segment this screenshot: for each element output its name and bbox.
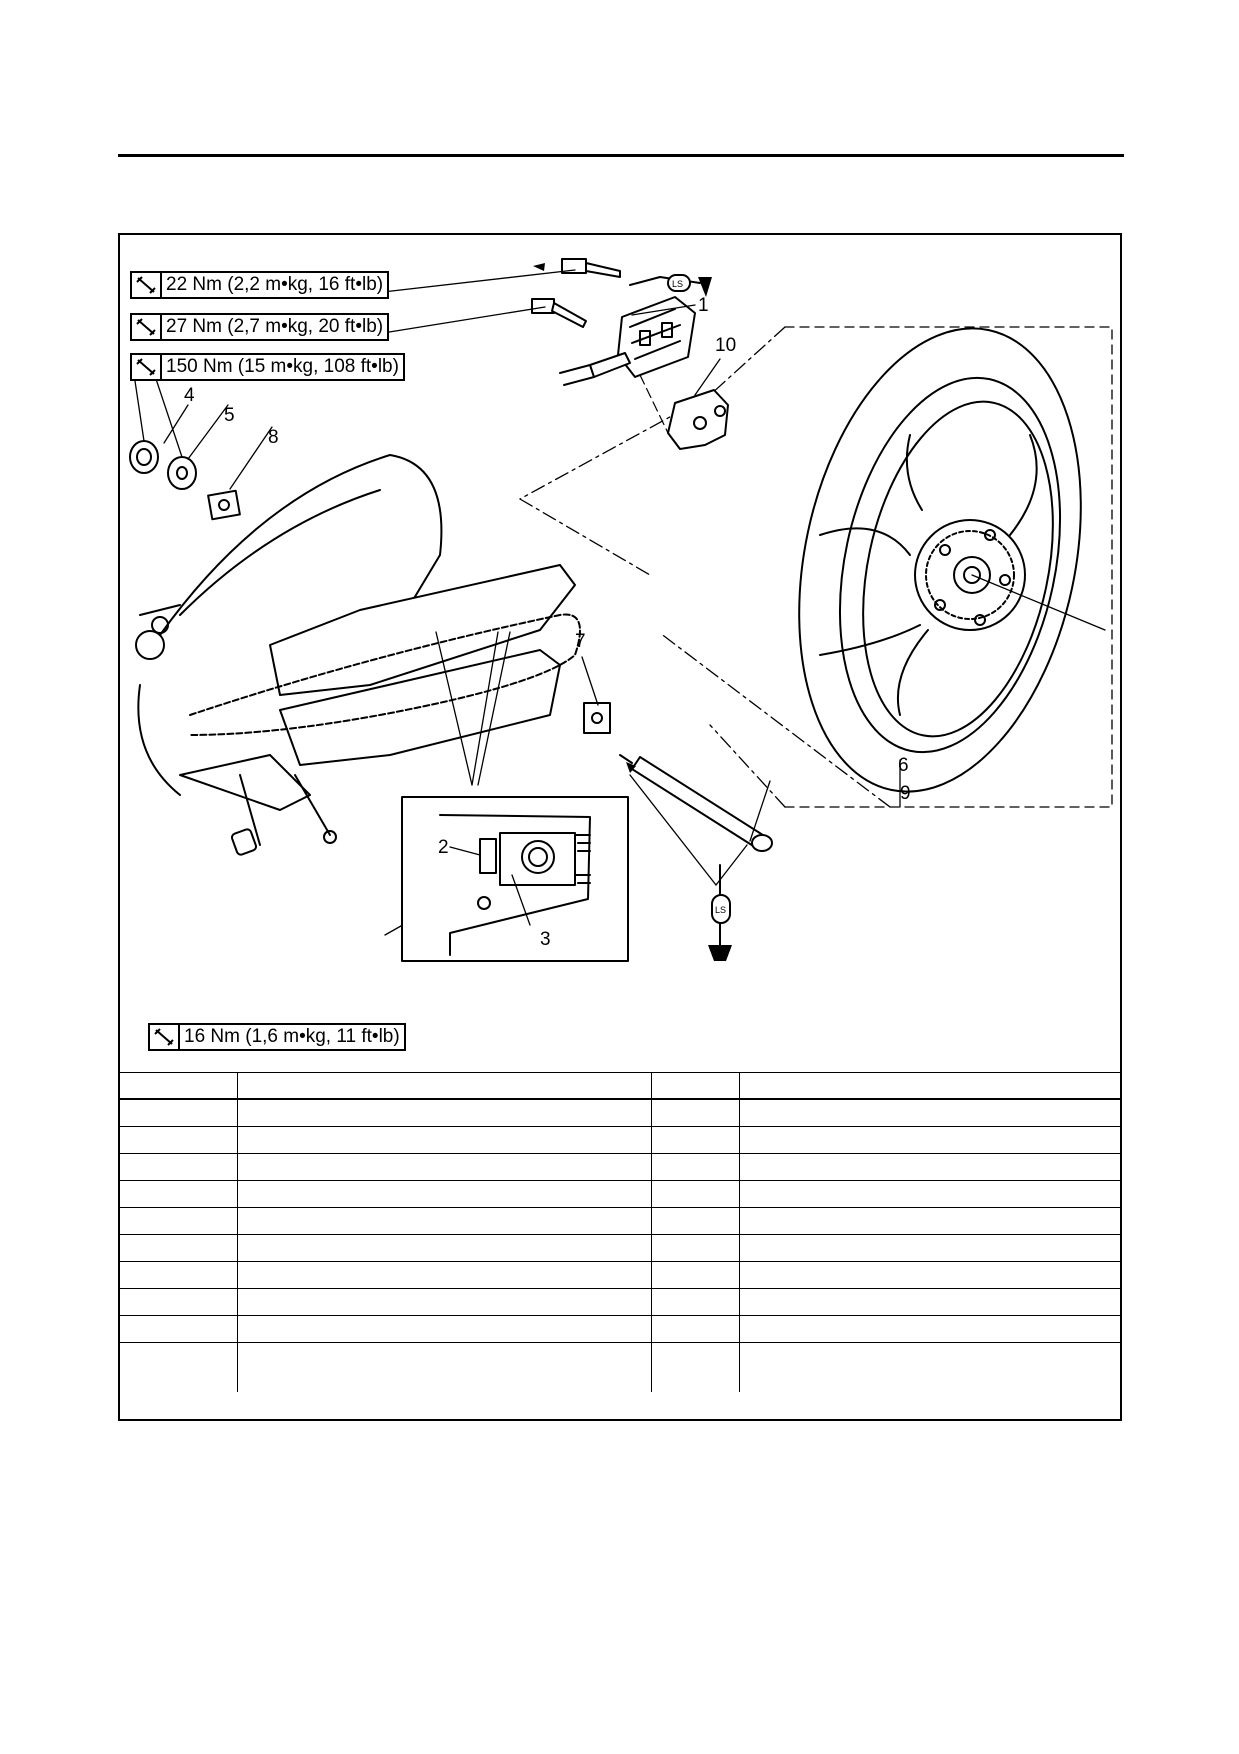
axle-nut-part xyxy=(129,440,159,474)
torque-wrench-icon xyxy=(150,1025,180,1049)
callout-7: 7 xyxy=(575,631,586,652)
callout-6: 6 xyxy=(898,755,909,776)
adjuster-detail-inset xyxy=(401,796,629,962)
table-row xyxy=(120,1126,1120,1154)
callout-1: 1 xyxy=(698,295,709,316)
table-row xyxy=(120,1234,1120,1262)
brake-caliper xyxy=(559,296,696,386)
callout-2: 2 xyxy=(438,837,449,858)
drive-chain xyxy=(189,613,581,736)
table-row xyxy=(120,1342,1120,1392)
table-row xyxy=(120,1098,1120,1127)
torque-spec-adjuster-locknut: 16 Nm (1,6 m•kg, 11 ft•lb) xyxy=(148,1023,406,1051)
caliper-bolts xyxy=(531,258,621,328)
torque-spec-bracket-bolt: 27 Nm (2,7 m•kg, 20 ft•lb) xyxy=(130,313,390,341)
lubricant-tube-icon-2: LS xyxy=(708,864,732,961)
table-row xyxy=(120,1261,1120,1289)
svg-text:LS: LS xyxy=(672,279,683,289)
torque-wrench-icon xyxy=(132,273,162,297)
torque-wrench-icon xyxy=(132,355,162,379)
lubricant-tube-icon: LS xyxy=(629,274,712,297)
rear-wheel xyxy=(798,327,1082,793)
axle-centerline xyxy=(971,574,1106,631)
callout-9: 9 xyxy=(900,783,911,804)
callout-8: 8 xyxy=(268,427,279,448)
chain-puller-left xyxy=(207,489,241,521)
rear-wheel-illustration: LS LS 1 2 3 4 5 6 xyxy=(129,258,1113,962)
table-row xyxy=(120,1288,1120,1316)
chain-puller-right xyxy=(583,702,611,734)
torque-wrench-icon xyxy=(132,315,162,339)
table-row xyxy=(120,1180,1120,1208)
callout-3: 3 xyxy=(540,929,551,950)
swingarm-frame xyxy=(135,454,576,796)
washer-part xyxy=(167,456,197,490)
table-row xyxy=(120,1153,1120,1181)
torque-value: 16 Nm (1,6 m•kg, 11 ft•lb) xyxy=(184,1026,400,1047)
torque-value: 22 Nm (2,2 m•kg, 16 ft•lb) xyxy=(166,274,384,295)
header-rule xyxy=(118,154,1124,157)
footpeg-bracket xyxy=(179,754,337,856)
table-row xyxy=(120,1207,1120,1235)
arrowheads xyxy=(533,263,636,773)
callout-4: 4 xyxy=(184,385,195,406)
wheel-guide-frame xyxy=(784,326,1113,808)
callout-numbers: 1 2 3 4 5 6 7 8 9 10 xyxy=(184,295,911,950)
torque-spec-caliper-bolt: 22 Nm (2,2 m•kg, 16 ft•lb) xyxy=(130,271,390,299)
wheel-axle xyxy=(619,754,773,852)
table-row xyxy=(120,1315,1120,1343)
torque-value: 150 Nm (15 m•kg, 108 ft•lb) xyxy=(166,356,399,377)
svg-text:LS: LS xyxy=(715,905,726,915)
callout-5: 5 xyxy=(224,405,235,426)
callout-10: 10 xyxy=(715,335,736,356)
callout-leaders xyxy=(131,269,901,936)
torque-spec-axle-nut: 150 Nm (15 m•kg, 108 ft•lb) xyxy=(130,353,405,381)
caliper-bracket xyxy=(639,374,729,450)
parts-table xyxy=(120,1072,1120,1392)
torque-value: 27 Nm (2,7 m•kg, 20 ft•lb) xyxy=(166,316,384,337)
exploded-view-frame: LS LS 1 2 3 4 5 6 xyxy=(118,233,1122,1421)
table-header-row xyxy=(120,1072,1120,1100)
